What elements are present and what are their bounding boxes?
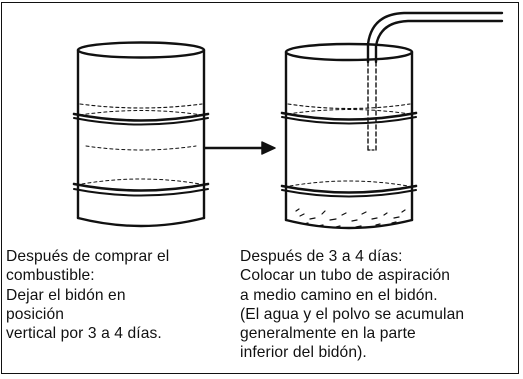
caption-right-line: (El agua y el polvo se acumulan	[240, 305, 465, 323]
caption-left-line: Dejar el bidón en	[6, 286, 126, 304]
caption-left-line: vertical por 3 a 4 días.	[6, 325, 162, 343]
caption-right: Después de 3 a 4 días: Colocar un tubo d…	[240, 247, 464, 363]
caption-right-line: generalmente en la parte	[240, 325, 416, 343]
fuel-drum-with-siphon-icon	[280, 11, 504, 230]
caption-right-line: Colocar un tubo de aspiración	[240, 267, 451, 285]
caption-right-line: Después de 3 a 4 días:	[240, 248, 403, 265]
caption-right-line: a medio camino en el bidón.	[240, 286, 438, 304]
diagram-frame	[1, 2, 519, 374]
caption-left-line: combustible:	[6, 267, 95, 285]
caption-left-line: posición	[6, 305, 65, 323]
caption-left-line: Después de comprar el	[6, 248, 170, 265]
caption-right-line: inferior del bidón).	[240, 344, 367, 362]
fuel-drum-icon	[72, 41, 210, 228]
caption-left: Después de comprar el combustible: Dejar…	[6, 247, 169, 343]
right-arrow-icon	[203, 141, 276, 155]
